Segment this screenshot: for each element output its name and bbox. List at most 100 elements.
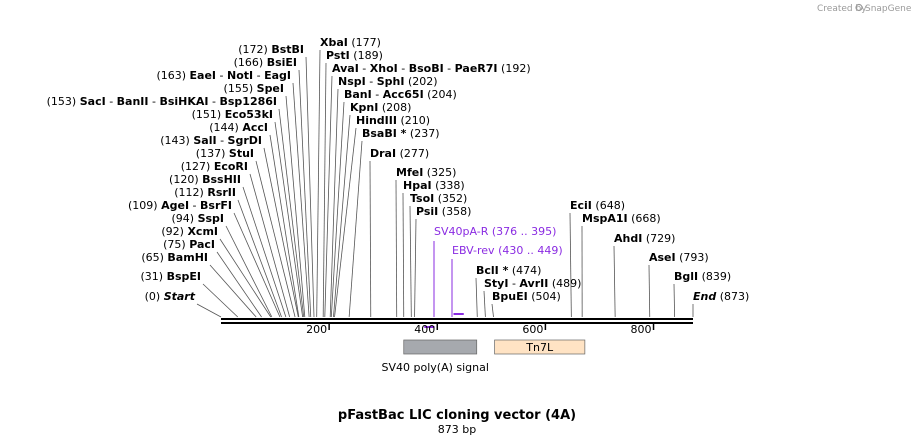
site-label: (109) AgeI - BsrFI (128, 199, 232, 212)
enzyme-name: SacI (80, 95, 106, 108)
enzyme-name: XcmI (187, 225, 218, 238)
enzyme-name: StuI (229, 147, 254, 160)
site-position: (112) (174, 186, 204, 199)
site-leader (333, 114, 351, 318)
site-label: (127) EcoRI (181, 160, 248, 173)
site-leader (409, 205, 412, 318)
site-label: EciI (648) (570, 199, 625, 212)
enzyme-name: EciI (570, 199, 592, 212)
site-position: (94) (171, 212, 194, 225)
enzyme-name: AvaI (332, 62, 359, 75)
site-leader (491, 303, 494, 318)
site-position: (204) (427, 88, 457, 101)
site-position: (729) (646, 232, 676, 245)
site-position: (92) (161, 225, 184, 238)
site-leader (334, 127, 357, 318)
enzyme-name: DraI (370, 147, 396, 160)
enzyme-name: BsiHKAI (159, 95, 208, 108)
site-position: (166) (234, 56, 264, 69)
site-label: PstI (189) (326, 49, 383, 62)
scale-tick-label: 600 (522, 323, 543, 336)
site-position: (163) (156, 69, 186, 82)
site-leader (395, 179, 398, 318)
site-label: MspA1I (668) (582, 212, 661, 225)
site-position: (358) (442, 205, 472, 218)
site-position: (237) (410, 127, 440, 140)
site-position: (120) (169, 173, 199, 186)
site-position: (65) (141, 251, 164, 264)
site-label: BsaBI * (237) (362, 127, 440, 140)
site-position: (189) (353, 49, 383, 62)
primer-label: EBV-rev (430 .. 449) (452, 244, 563, 257)
scale-tick-label: 400 (414, 323, 435, 336)
site-leader-lines (196, 49, 694, 318)
primer-name: EBV-rev (452, 244, 495, 257)
site-label: BglI (839) (674, 270, 731, 283)
enzyme-name: BsaBI * (362, 127, 407, 140)
site-label: AhdI (729) (614, 232, 675, 245)
site-leader (285, 95, 306, 318)
site-leader (298, 69, 312, 318)
primer-range: (430 .. 449) (498, 244, 563, 257)
site-label: KpnI (208) (350, 101, 411, 114)
site-position: (352) (438, 192, 468, 205)
scale-tick-label: 200 (306, 323, 327, 336)
site-label: BclI * (474) (476, 264, 541, 277)
site-leader (278, 108, 305, 318)
site-position: (109) (128, 199, 158, 212)
enzyme-name: AccI (242, 121, 268, 134)
site-leader (202, 283, 239, 318)
site-position: (648) (595, 199, 625, 212)
enzyme-name: AvrII (519, 277, 548, 290)
site-label: DraI (277) (370, 147, 429, 160)
site-leader (322, 62, 327, 318)
site-position: (155) (224, 82, 254, 95)
site-position: (202) (408, 75, 438, 88)
site-label: End (873) (693, 290, 749, 303)
site-position: (192) (501, 62, 531, 75)
site-label: AseI (793) (649, 251, 709, 264)
site-leader (348, 140, 363, 318)
site-label: (65) BamHI (141, 251, 208, 264)
enzyme-name: AhdI (614, 232, 642, 245)
enzyme-name: XbaI (320, 36, 348, 49)
site-position: (144) (209, 121, 239, 134)
site-position: (793) (679, 251, 709, 264)
site-label: (31) BspEI (140, 270, 201, 283)
site-label: (137) StuI (196, 147, 254, 160)
site-label: StyI - AvrII (489) (484, 277, 581, 290)
site-leader (233, 212, 281, 318)
enzyme-name: PaeR7I (455, 62, 498, 75)
site-leader (648, 264, 651, 318)
site-label: BanI - Acc65I (204) (344, 88, 457, 101)
site-leader (329, 88, 339, 318)
site-label: (151) Eco53kI (192, 108, 273, 121)
dna-backbone (221, 318, 693, 324)
site-position: (873) (720, 290, 750, 303)
site-position: (153) (47, 95, 77, 108)
site-leader (316, 49, 321, 318)
map-length: 873 bp (438, 423, 476, 436)
site-leader (305, 56, 315, 318)
enzyme-name: XhoI (370, 62, 398, 75)
enzyme-name: BamHI (167, 251, 208, 264)
site-leader (673, 283, 676, 318)
feature-label: SV40 poly(A) signal (382, 361, 489, 374)
site-label: AvaI - XhoI - BsoBI - PaeR7I (192) (332, 62, 531, 75)
enzyme-name: SphI (377, 75, 405, 88)
site-position: (177) (351, 36, 381, 49)
site-label: (166) BsiEI (234, 56, 297, 69)
enzyme-name: KpnI (350, 101, 378, 114)
enzyme-name: SgrDI (228, 134, 262, 147)
enzyme-name: PstI (326, 49, 350, 62)
map-title: pFastBac LIC cloning vector (4A) (338, 408, 576, 423)
enzyme-name: StyI (484, 277, 508, 290)
site-position: (172) (238, 43, 268, 56)
enzyme-name: End (693, 290, 716, 303)
enzyme-name: SpeI (257, 82, 284, 95)
feature-label: Tn7L (525, 341, 554, 354)
site-label: (112) RsrII (174, 186, 236, 199)
site-leader (237, 199, 282, 318)
enzyme-name: AgeI (161, 199, 189, 212)
